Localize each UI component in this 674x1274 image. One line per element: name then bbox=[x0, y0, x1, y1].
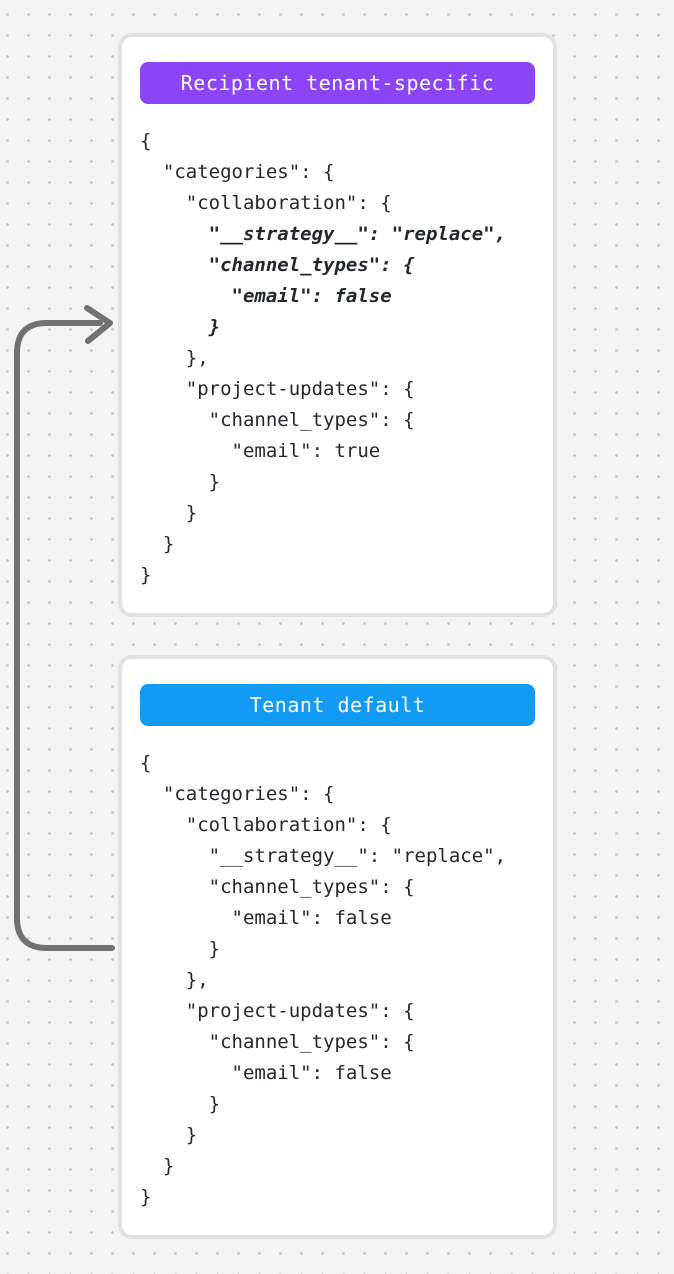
badge-tenant-default: Tenant default bbox=[140, 684, 535, 726]
code-line: "channel_types": { bbox=[140, 1031, 415, 1053]
code-line: "email": false bbox=[140, 1062, 392, 1084]
code-line: "collaboration": { bbox=[140, 192, 392, 214]
code-line: "email": false bbox=[140, 907, 392, 929]
code-line: "channel_types": { bbox=[140, 409, 415, 431]
code-line: "categories": { bbox=[140, 161, 335, 183]
json-block-tenant-default: { "categories": { "collaboration": { "__… bbox=[140, 748, 506, 1213]
badge-recipient-tenant-specific: Recipient tenant-specific bbox=[140, 62, 535, 104]
code-line: } bbox=[140, 471, 221, 493]
code-line: } bbox=[140, 564, 152, 586]
code-line: } bbox=[140, 1124, 198, 1146]
code-line: "channel_types": { bbox=[140, 876, 415, 898]
code-line: }, bbox=[140, 347, 209, 369]
code-line: { bbox=[140, 130, 152, 152]
code-line: { bbox=[140, 752, 152, 774]
code-line: "project-updates": { bbox=[140, 378, 415, 400]
code-line: } bbox=[140, 1155, 175, 1177]
code-line: "categories": { bbox=[140, 783, 335, 805]
code-line: "email": false bbox=[140, 285, 392, 307]
code-line: } bbox=[140, 1093, 221, 1115]
code-line: "project-updates": { bbox=[140, 1000, 415, 1022]
code-line: "__strategy__": "replace", bbox=[140, 845, 507, 867]
json-block-recipient-tenant-specific: { "categories": { "collaboration": { "__… bbox=[140, 126, 506, 591]
code-line: } bbox=[140, 502, 198, 524]
card-tenant-default: Tenant default { "categories": { "collab… bbox=[118, 655, 557, 1239]
code-line: "__strategy__": "replace", bbox=[140, 223, 507, 245]
code-line: }, bbox=[140, 969, 209, 991]
code-line: "channel_types": { bbox=[140, 254, 415, 276]
flow-arrow-head bbox=[84, 305, 113, 344]
code-line: } bbox=[140, 1186, 152, 1208]
flow-arrow-shaft bbox=[14, 320, 115, 951]
code-line: "email": true bbox=[140, 440, 381, 462]
code-line: } bbox=[140, 533, 175, 555]
card-recipient-tenant-specific: Recipient tenant-specific { "categories"… bbox=[118, 33, 557, 617]
code-line: } bbox=[140, 316, 221, 338]
code-line: } bbox=[140, 938, 221, 960]
code-line: "collaboration": { bbox=[140, 814, 392, 836]
